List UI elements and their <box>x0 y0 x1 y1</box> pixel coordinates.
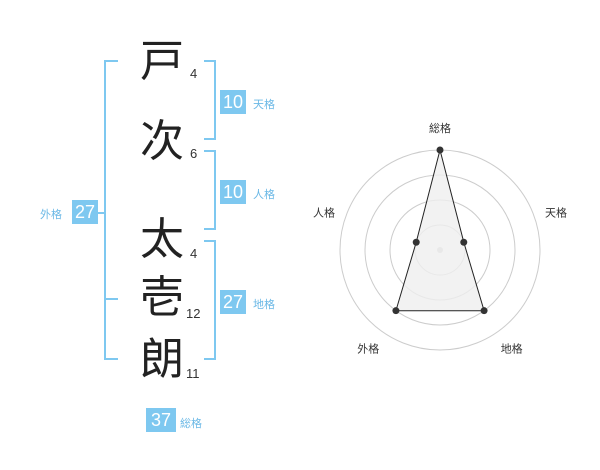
tenkaku-bracket-top <box>204 60 216 62</box>
gaikaku-bracket-vertical <box>104 60 106 360</box>
gaikaku-bracket-connector <box>98 212 106 214</box>
gaikaku-bracket-mid <box>104 298 118 300</box>
tenkaku-value-badge: 10 <box>220 90 246 114</box>
stroke-count-3: 4 <box>190 246 198 261</box>
stroke-count-4: 12 <box>186 306 201 321</box>
name-char-4: 壱 <box>140 272 184 323</box>
jinkaku-label: 人格 <box>253 188 275 201</box>
radar-point-1 <box>436 146 444 154</box>
name-char-1: 戸 <box>140 36 184 87</box>
jinkaku-bracket-bottom <box>204 228 216 230</box>
radar-polygon <box>395 149 485 312</box>
gaikaku-bracket-bottom <box>104 358 118 360</box>
gaikaku-value-badge: 27 <box>72 200 98 224</box>
radar-axis-label-5: 人格 <box>313 205 335 219</box>
stroke-count-1: 4 <box>190 66 198 81</box>
chikaku-bracket-vertical <box>214 240 216 360</box>
radar-axis-label-2: 天格 <box>545 205 567 219</box>
radar-point-4 <box>392 307 400 315</box>
jinkaku-value-badge: 10 <box>220 180 246 204</box>
chikaku-bracket-top <box>204 240 216 242</box>
gaikaku-bracket-top <box>104 60 118 62</box>
name-char-5: 朗 <box>140 334 184 385</box>
radar-point-2 <box>460 238 468 246</box>
jinkaku-bracket-top <box>204 150 216 152</box>
radar-axis-label-4: 外格 <box>357 342 379 356</box>
tenkaku-bracket-bottom <box>204 138 216 140</box>
jinkaku-bracket-vertical <box>214 150 216 230</box>
radar-axis-label-3: 地格 <box>501 342 523 356</box>
name-char-2: 次 <box>140 116 184 167</box>
soukaku-label: 総格 <box>180 417 202 430</box>
soukaku-value-badge: 37 <box>146 408 176 432</box>
stroke-count-2: 6 <box>190 146 198 161</box>
gaikaku-label: 外格 <box>40 208 62 221</box>
tenkaku-bracket-vertical <box>214 60 216 140</box>
stroke-count-5: 11 <box>186 366 200 381</box>
radar-axis-label-1: 総格 <box>429 121 451 135</box>
radar-points <box>392 146 488 315</box>
radar-point-5 <box>412 238 420 246</box>
chikaku-value-badge: 27 <box>220 290 246 314</box>
radar-point-3 <box>480 307 488 315</box>
chikaku-label: 地格 <box>253 298 275 311</box>
tenkaku-label: 天格 <box>253 98 275 111</box>
name-char-3: 太 <box>140 214 184 265</box>
chikaku-bracket-bottom <box>204 358 216 360</box>
